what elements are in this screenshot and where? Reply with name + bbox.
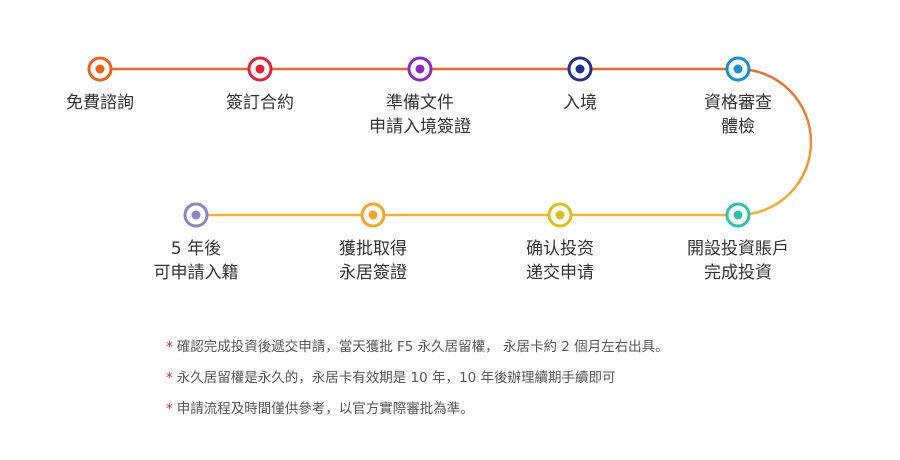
note-text: 永久居留權是永久的，永居卡有效期是 10 年，10 年後辦理續期手續即可	[176, 370, 616, 386]
step-label-line: 永居簽證	[339, 263, 407, 283]
note-1: *確認完成投資後遞交申請，當天獲批 F5 永久居留權， 永居卡約 2 個月左右出…	[166, 332, 669, 363]
step-node-dot	[733, 210, 743, 220]
step-label-line: 準備文件	[386, 93, 454, 113]
step-label-3: 準備文件申請入境簽證	[335, 91, 505, 139]
step-node-4	[567, 56, 593, 82]
step-node-dot	[95, 64, 105, 74]
step-node-dot	[555, 210, 565, 220]
step-label-9: 5 年後可申請入籍	[111, 237, 281, 285]
note-2: *永久居留權是永久的，永居卡有效期是 10 年，10 年後辦理續期手續即可	[166, 363, 669, 394]
step-label-4: 入境	[495, 91, 665, 115]
note-star: *	[166, 370, 173, 386]
step-label-2: 簽訂合約	[175, 91, 345, 115]
step-nodes	[87, 56, 751, 228]
step-label-1: 免費諮詢	[15, 91, 185, 115]
note-text: 確認完成投資後遞交申請，當天獲批 F5 永久居留權， 永居卡約 2 個月左右出具…	[176, 339, 669, 355]
step-node-dot	[733, 64, 743, 74]
step-label-line: 确认投资	[526, 239, 594, 259]
step-label-line: 資格審查	[704, 93, 772, 113]
track-curve	[737, 67, 813, 217]
step-label-line: 完成投資	[704, 263, 772, 283]
step-label-8: 獲批取得永居簽證	[288, 237, 458, 285]
step-node-6	[725, 202, 751, 228]
step-node-1	[87, 56, 113, 82]
note-3: *申請流程及時間僅供參考，以官方實際審批為準。	[166, 394, 669, 425]
step-node-dot	[191, 210, 201, 220]
step-label-5: 資格審查體檢	[653, 91, 823, 139]
note-star: *	[166, 401, 173, 417]
step-node-dot	[368, 210, 378, 220]
step-label-line: 递交申请	[526, 263, 594, 283]
step-label-6: 開設投資賬戶完成投資	[653, 237, 823, 285]
step-label-7: 确认投资递交申请	[475, 237, 645, 285]
step-node-5	[725, 56, 751, 82]
step-label-line: 獲批取得	[339, 239, 407, 259]
step-label-line: 5 年後	[170, 239, 222, 259]
step-label-line: 申請入境簽證	[369, 117, 471, 137]
step-node-8	[360, 202, 386, 228]
notes-list: *確認完成投資後遞交申請，當天獲批 F5 永久居留權， 永居卡約 2 個月左右出…	[166, 332, 669, 425]
step-label-line: 免費諮詢	[66, 93, 134, 113]
note-text: 申請流程及時間僅供參考，以官方實際審批為準。	[176, 401, 474, 417]
step-node-7	[547, 202, 573, 228]
step-node-2	[247, 56, 273, 82]
step-node-dot	[255, 64, 265, 74]
step-label-line: 可申請入籍	[153, 263, 239, 283]
note-star: *	[166, 339, 173, 355]
step-label-line: 簽訂合約	[226, 93, 294, 113]
step-node-dot	[575, 64, 585, 74]
step-label-line: 開設投資賬戶	[687, 239, 789, 259]
step-label-line: 體檢	[721, 117, 755, 137]
step-node-dot	[415, 64, 425, 74]
step-label-line: 入境	[563, 93, 597, 113]
step-node-3	[407, 56, 433, 82]
step-node-9	[183, 202, 209, 228]
